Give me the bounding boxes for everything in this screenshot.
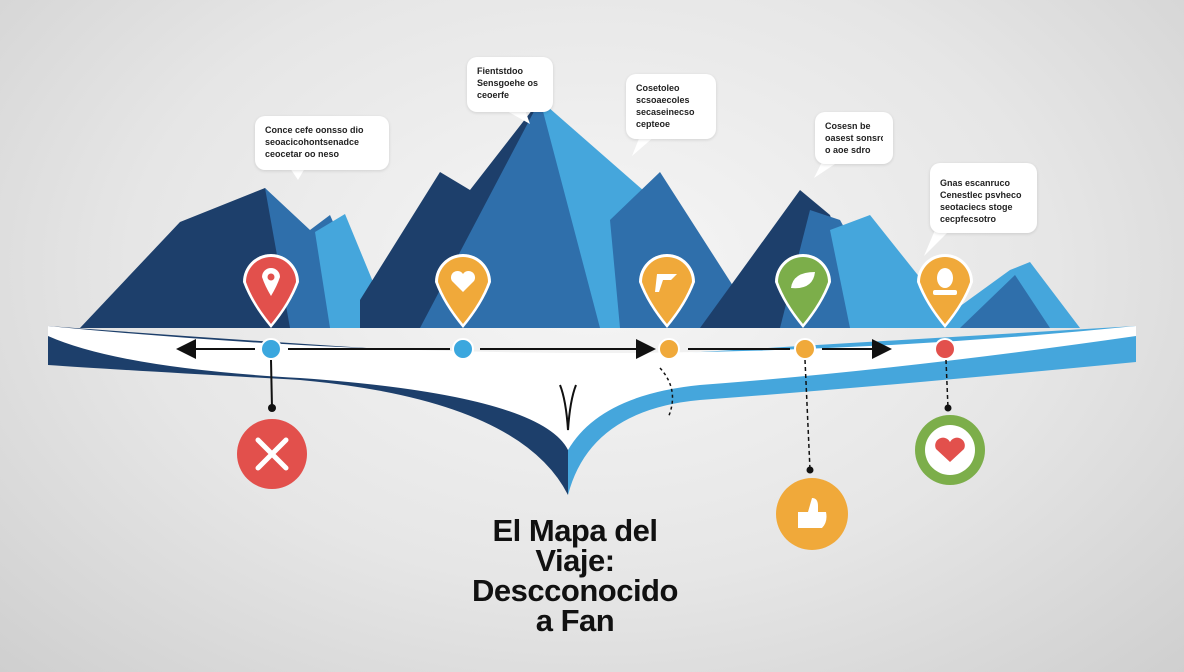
location-pin-icon bbox=[262, 268, 280, 296]
speech-bubble-5: Gnas escanruco Cenestlec psvheco seotaci… bbox=[930, 163, 1037, 233]
outcome-circles bbox=[237, 415, 985, 550]
speech-bubble-3: Cosetoleo scsoaecoles secaseinecso cepte… bbox=[626, 74, 716, 139]
heart-icon bbox=[935, 437, 965, 462]
outcome-neutral[interactable] bbox=[776, 478, 848, 550]
timeline-dot bbox=[260, 338, 282, 360]
path-band bbox=[48, 326, 1136, 495]
stage-pins bbox=[243, 254, 973, 328]
stage-pin-3[interactable] bbox=[639, 254, 695, 328]
timeline-dot bbox=[452, 338, 474, 360]
heart-icon bbox=[450, 270, 476, 292]
timeline-dot bbox=[658, 338, 680, 360]
connectors bbox=[268, 359, 952, 474]
diagram-title: El Mapa del Viaje: Descconocido a Fan bbox=[472, 513, 678, 638]
speech-bubble-2: Fientstdoo Sensgoehe os ceoerfe bbox=[467, 57, 553, 112]
leaf-icon bbox=[791, 272, 815, 289]
timeline-dots bbox=[260, 338, 956, 360]
outcome-positive[interactable] bbox=[915, 415, 985, 485]
stage-pin-2[interactable] bbox=[435, 254, 491, 328]
speech-bubble-4: Cosesn be oasest sonsro o aoe sdro bbox=[815, 112, 893, 164]
speech-bubble-1: Conce cefe oonsso dio seoacicohontsenadc… bbox=[255, 116, 389, 170]
stage-pin-4[interactable] bbox=[775, 254, 831, 328]
bubble-tails bbox=[290, 110, 950, 256]
timeline-dot bbox=[934, 338, 956, 360]
person-icon bbox=[933, 268, 957, 295]
stage-pin-5[interactable] bbox=[917, 254, 973, 328]
thumbs-up-icon bbox=[798, 498, 827, 528]
stage-pin-1[interactable] bbox=[243, 254, 299, 328]
timeline-dot bbox=[794, 338, 816, 360]
timeline-arrows bbox=[176, 339, 892, 419]
x-icon bbox=[255, 437, 289, 471]
flag-icon bbox=[655, 274, 677, 292]
outcome-negative[interactable] bbox=[237, 419, 307, 489]
